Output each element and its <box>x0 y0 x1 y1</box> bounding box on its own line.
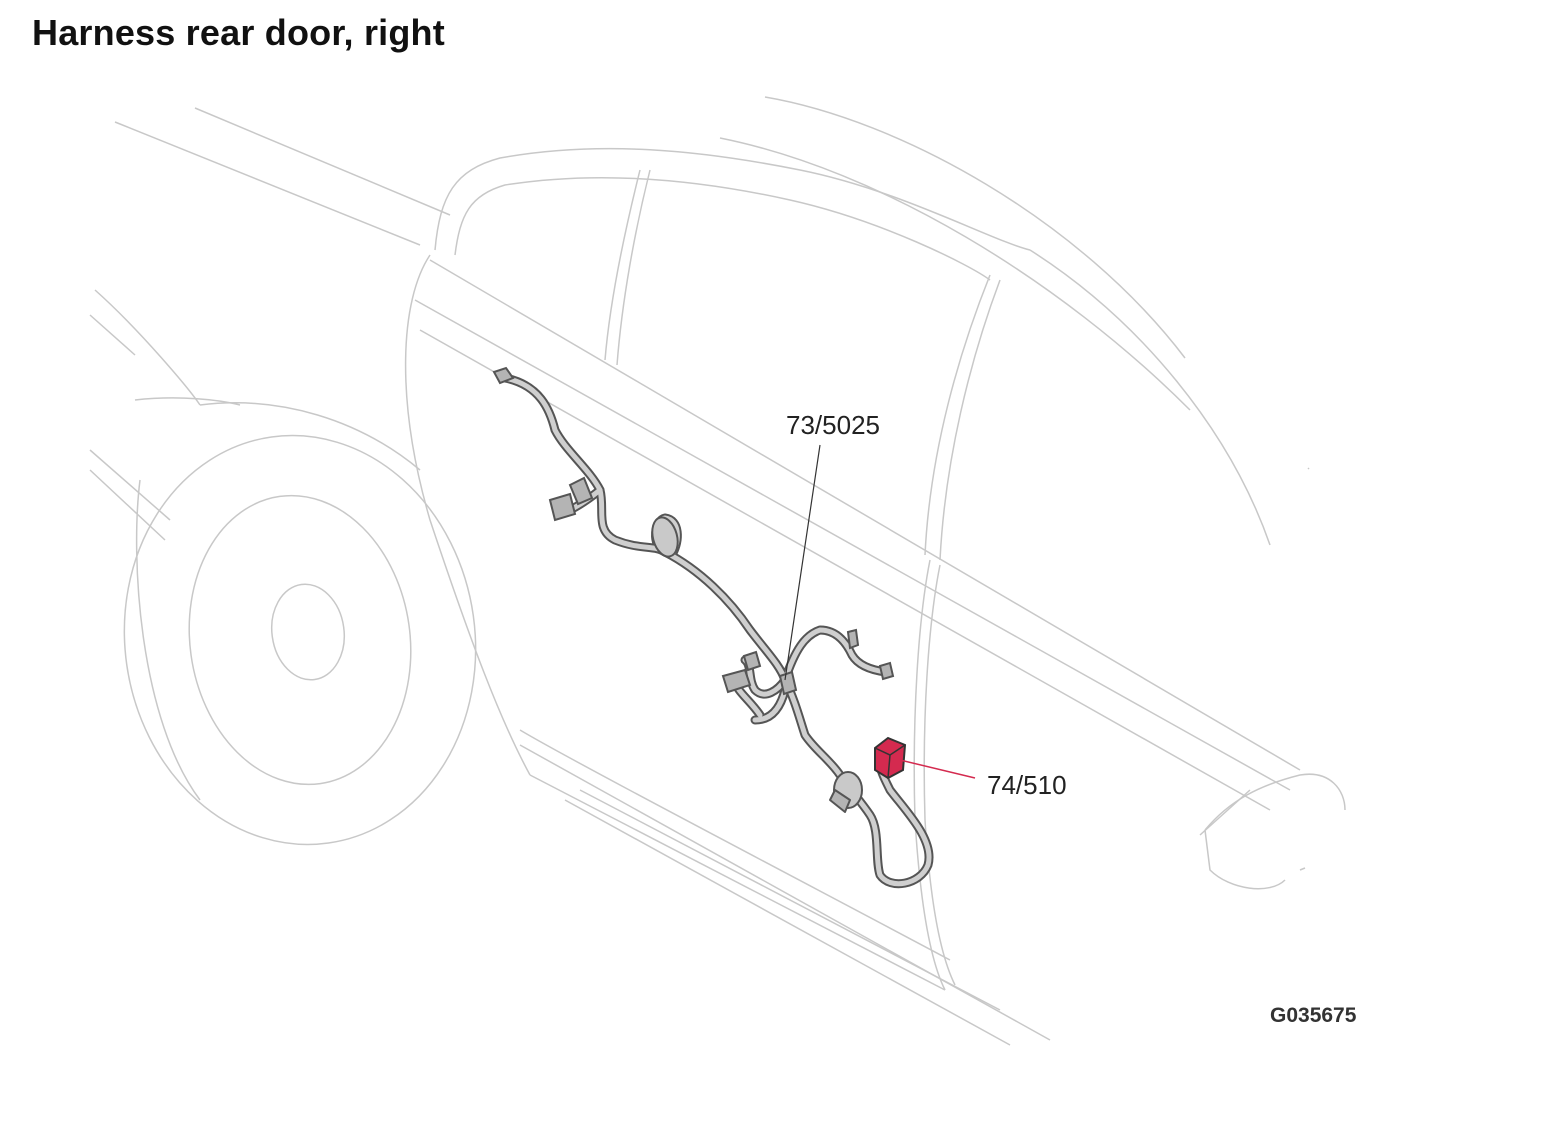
connectors <box>492 366 895 696</box>
figure-id: G035675 <box>1270 1004 1357 1027</box>
page-title: Harness rear door, right <box>32 12 445 53</box>
leader-74-510 <box>899 759 976 779</box>
callout-73-5025: 73/5025 <box>786 410 880 440</box>
wiring-harness <box>500 373 934 889</box>
highlighted-component-74-510 <box>874 736 907 780</box>
leader-73-5025 <box>784 444 821 681</box>
callout-leaders <box>784 444 976 779</box>
callout-74-510: 74/510 <box>987 770 1067 800</box>
car-body-outline <box>89 96 1346 1046</box>
